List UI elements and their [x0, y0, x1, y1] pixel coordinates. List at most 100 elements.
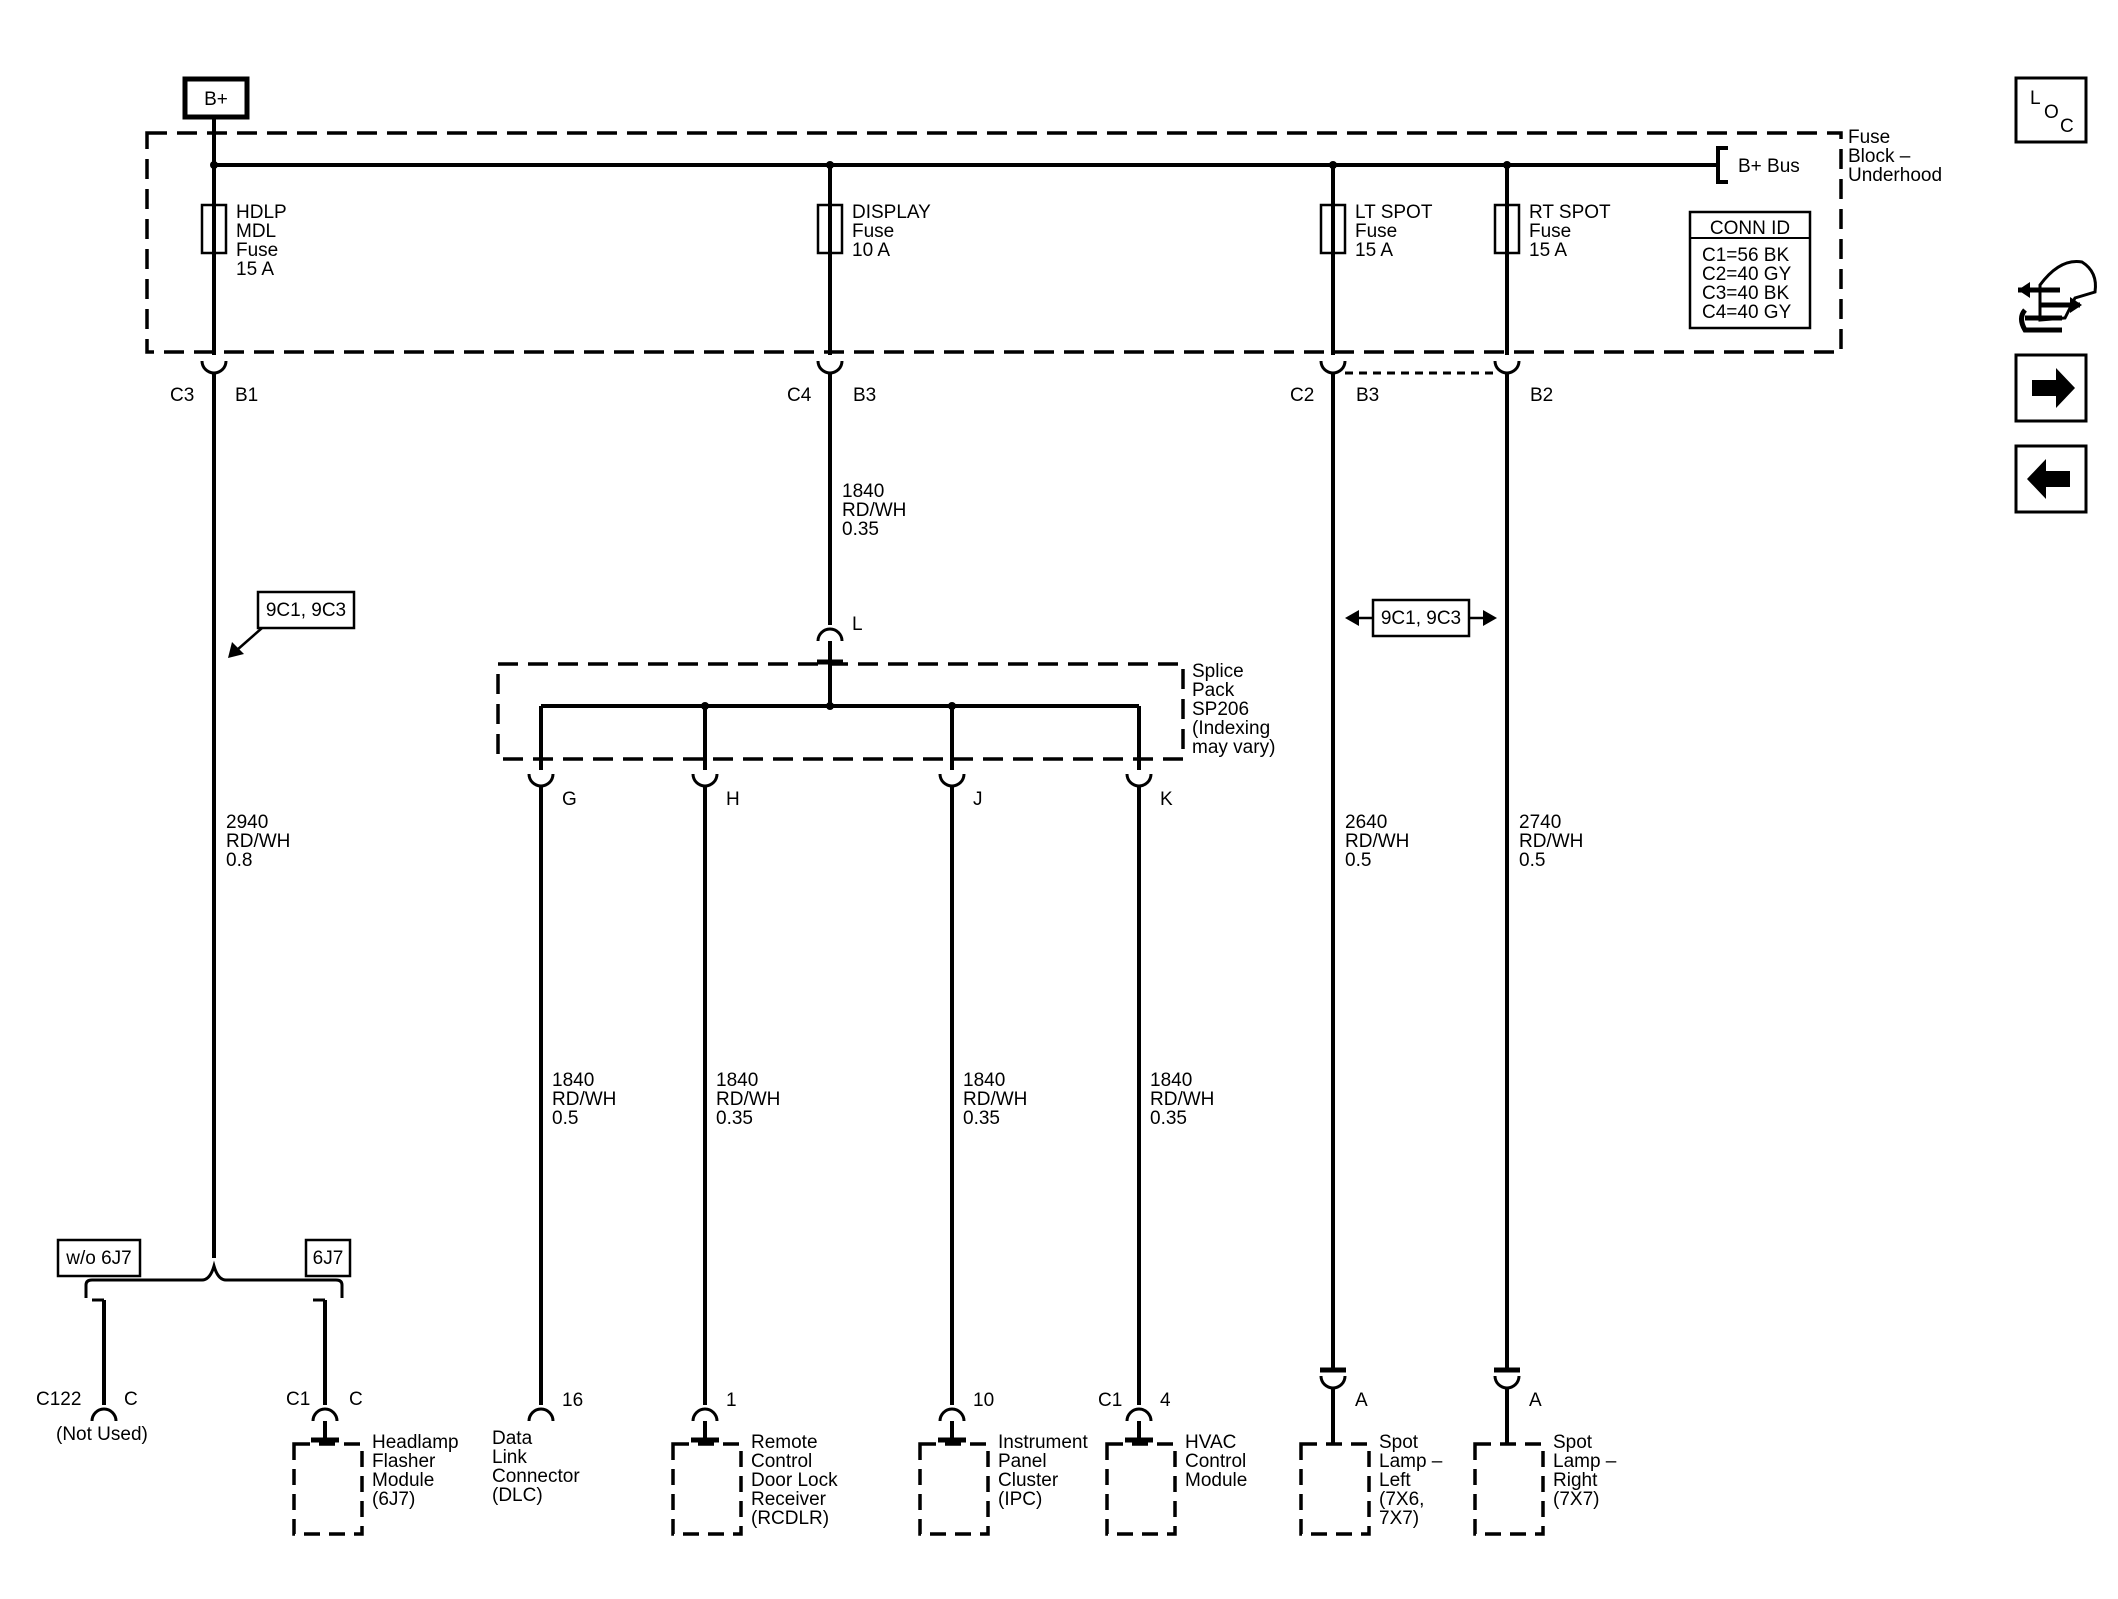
rt-spot-fuse-label-2: Fuse: [1529, 221, 1571, 242]
display-circuit-number: 1840: [842, 481, 884, 502]
fuse-block-outline: [145, 131, 1843, 354]
rt-spot-circuit-number: 2740: [1519, 812, 1561, 833]
dlc-label-2: Link: [492, 1447, 527, 1468]
dlc-wire-color: RD/WH: [552, 1089, 616, 1110]
display-fuse-label-2: Fuse: [852, 221, 894, 242]
splice-label-2: Pack: [1192, 680, 1235, 701]
rcdlr-label-2: Control: [751, 1451, 812, 1472]
loc-letter-o: O: [2044, 102, 2059, 123]
hdlp-reference-arrow: [236, 627, 263, 651]
lt-lamp-label-1: Spot: [1379, 1432, 1419, 1453]
loc-letter-l: L: [2030, 88, 2041, 109]
hdlp-fuse-label-3: Fuse: [236, 240, 278, 261]
c122-pin-id: C: [124, 1389, 138, 1410]
hvac-wire-gauge: 0.35: [1150, 1108, 1187, 1129]
ipc-wire-gauge: 0.35: [963, 1108, 1000, 1129]
arrow-left-icon: [1345, 610, 1359, 626]
dlc-circuit-number: 1840: [552, 1070, 594, 1091]
splice-input-cup: [816, 627, 844, 642]
fuse-block-label-1: Fuse: [1848, 127, 1890, 148]
ipc-label-1: Instrument: [998, 1432, 1088, 1453]
hvac-connector-id: C1: [1098, 1390, 1122, 1411]
display-connector-id: C4: [787, 385, 812, 406]
hdlp-connector-cup: [200, 360, 228, 375]
hdlp-reference-box: [256, 590, 356, 630]
lt-lamp-label-5: 7X7): [1379, 1508, 1419, 1529]
hdlp-wire-gauge: 0.8: [226, 850, 252, 871]
conn-id-c2: C2=40 GY: [1702, 264, 1792, 285]
system-diagnostics-icon[interactable]: [2018, 259, 2097, 333]
hdlp-reference-label: 9C1, 9C3: [266, 600, 346, 621]
rt-lamp-label-4: (7X7): [1553, 1489, 1599, 1510]
option-brace: [84, 1260, 344, 1298]
rt-spot-fuse-label-3: 15 A: [1529, 240, 1567, 261]
splice-label-3: SP206: [1192, 699, 1249, 720]
ipc-module: [918, 1442, 990, 1536]
lt-lamp-label-2: Lamp –: [1379, 1451, 1443, 1472]
conn-id-box: [1688, 210, 1812, 330]
spot-lamp-right: [1473, 1442, 1545, 1536]
ipc-connector-cup: [938, 1407, 966, 1422]
splice-pack-outline: [496, 662, 1185, 761]
hfm-connector-cup: [311, 1407, 339, 1422]
rt-lamp-label-1: Spot: [1553, 1432, 1593, 1453]
hfm-label-2: Flasher: [372, 1451, 436, 1472]
dlc-label-4: (DLC): [492, 1485, 543, 1506]
lt-spot-fuse-label-2: Fuse: [1355, 221, 1397, 242]
splice-k-cup: [1125, 773, 1153, 788]
ipc-label-3: Cluster: [998, 1470, 1059, 1491]
rt-spot-wire-gauge: 0.5: [1519, 850, 1545, 871]
ipc-wire-color: RD/WH: [963, 1089, 1027, 1110]
next-page-button[interactable]: [2014, 353, 2088, 423]
rcdlr-circuit-number: 1840: [716, 1070, 758, 1091]
rt-spot-pin-id: B2: [1530, 385, 1553, 406]
rcdlr-label-4: Receiver: [751, 1489, 827, 1510]
hvac-module: [1105, 1442, 1177, 1536]
splice-pin-j: J: [973, 789, 983, 810]
ipc-circuit-number: 1840: [963, 1070, 1005, 1091]
splice-input-pin: L: [852, 614, 863, 635]
option-without-6j7-label: w/o 6J7: [65, 1248, 131, 1269]
spot-reference-label: 9C1, 9C3: [1381, 608, 1461, 629]
lt-spot-connector-id: C2: [1290, 385, 1314, 406]
hdlp-wire-color: RD/WH: [226, 831, 290, 852]
display-pin-id: B3: [853, 385, 876, 406]
hvac-label-1: HVAC: [1185, 1432, 1236, 1453]
fuse-block-label-2: Block –: [1848, 146, 1911, 167]
hdlp-connector-id: C3: [170, 385, 194, 406]
ipc-pin-id: 10: [973, 1390, 994, 1411]
rcdlr-label-3: Door Lock: [751, 1470, 838, 1491]
splice-g-cup: [527, 773, 555, 788]
splice-h-cup: [691, 773, 719, 788]
hvac-wire-color: RD/WH: [1150, 1089, 1214, 1110]
ipc-label-2: Panel: [998, 1451, 1047, 1472]
loc-button[interactable]: L O C: [2014, 76, 2088, 144]
lt-lamp-label-3: Left: [1379, 1470, 1411, 1491]
splice-j-cup: [938, 773, 966, 788]
lt-spot-fuse-label-1: LT SPOT: [1355, 202, 1433, 223]
loc-letter-c: C: [2060, 116, 2074, 137]
arrow-right-icon: [1483, 610, 1497, 626]
c122-not-used: (Not Used): [56, 1424, 148, 1445]
lt-spot-pin-id: B3: [1356, 385, 1379, 406]
conn-id-c1: C1=56 BK: [1702, 245, 1789, 266]
display-fuse-label-1: DISPLAY: [852, 202, 931, 223]
splice-pin-h: H: [726, 789, 740, 810]
hdlp-fuse-label-1: HDLP: [236, 202, 287, 223]
bplus-bus-terminal: [1716, 146, 1728, 184]
fuse-block-label-3: Underhood: [1848, 165, 1942, 186]
conn-id-c4: C4=40 GY: [1702, 302, 1792, 323]
hvac-connector-cup: [1125, 1407, 1153, 1422]
rcdlr-label-5: (RCDLR): [751, 1508, 829, 1529]
rcdlr-wire-gauge: 0.35: [716, 1108, 753, 1129]
conn-id-title: CONN ID: [1710, 218, 1790, 239]
hfm-connector-id: C1: [286, 1389, 310, 1410]
rt-lamp-pin-id: A: [1529, 1390, 1542, 1411]
c122-connector-id: C122: [36, 1389, 81, 1410]
dlc-label-3: Connector: [492, 1466, 580, 1487]
option-without-6j7-box: [56, 1238, 142, 1278]
splice-pin-k: K: [1160, 789, 1173, 810]
previous-page-button[interactable]: [2014, 444, 2088, 514]
rt-spot-connector-cup: [1493, 360, 1521, 375]
